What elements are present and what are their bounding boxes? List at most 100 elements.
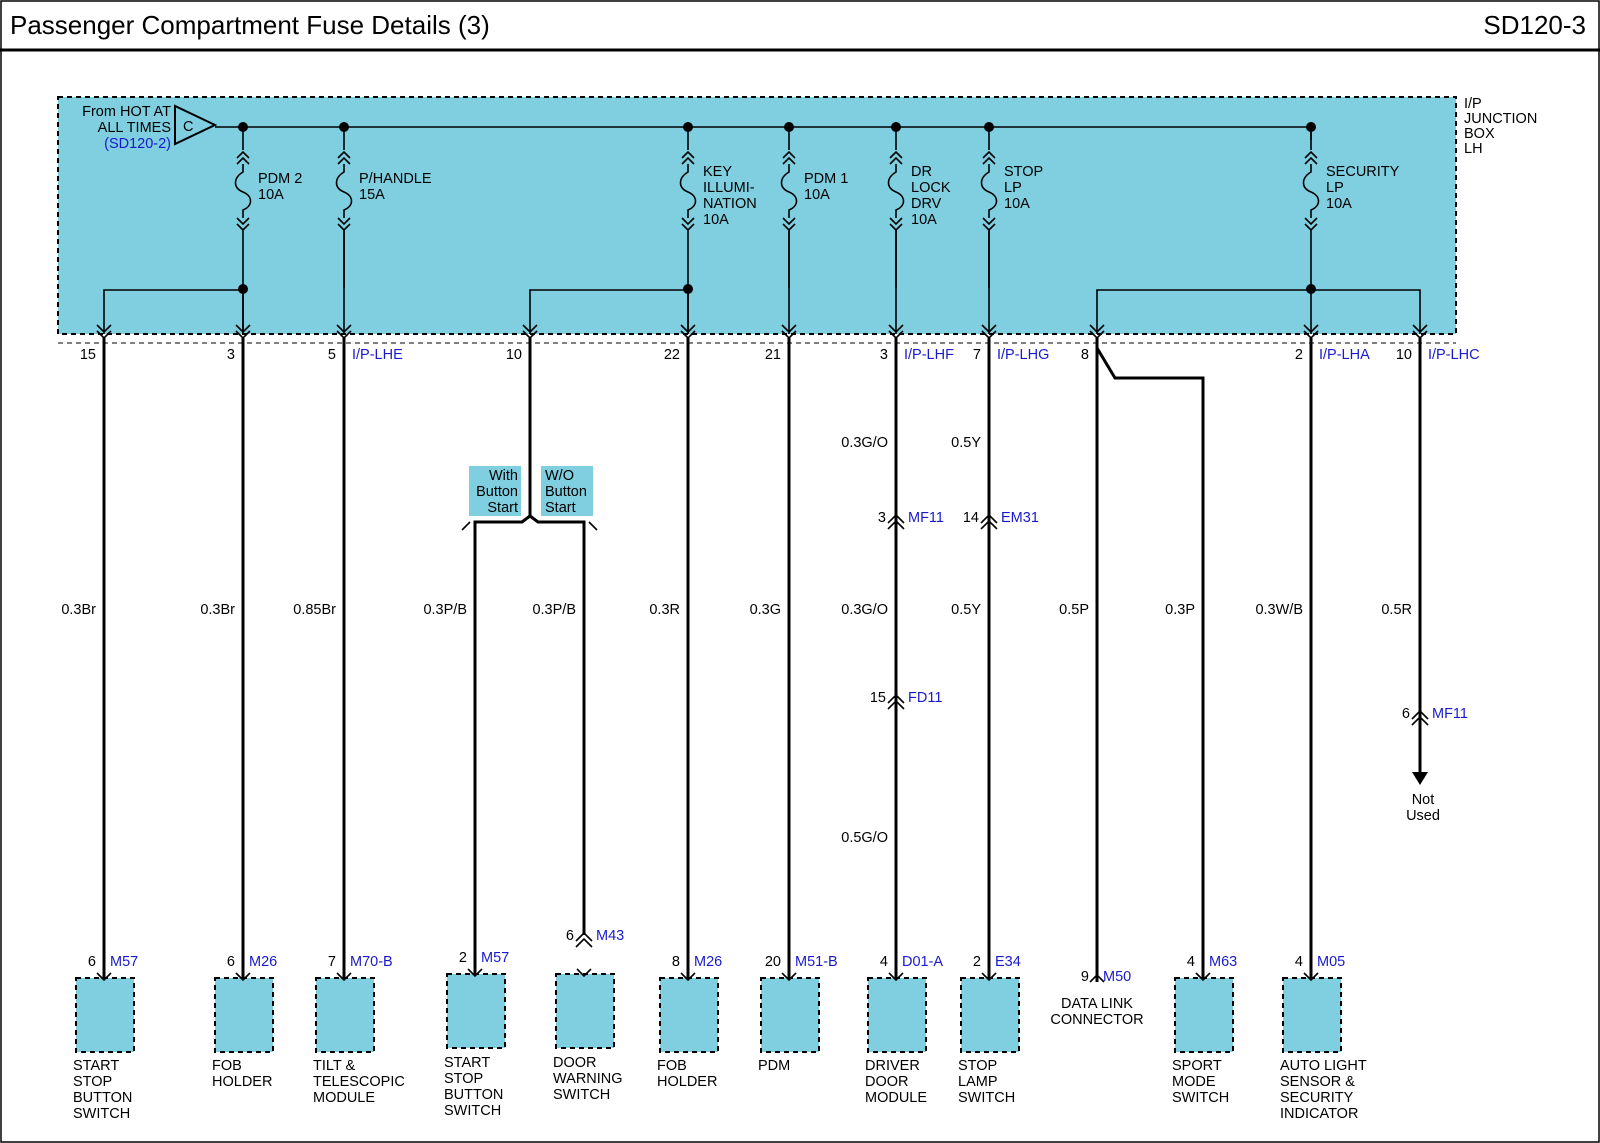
connector-link[interactable]: M05 bbox=[1317, 954, 1345, 970]
component-box bbox=[867, 977, 927, 1053]
connector-link[interactable]: D01-A bbox=[902, 954, 943, 970]
component-label: MODE bbox=[1172, 1074, 1216, 1090]
component-label: MODULE bbox=[865, 1090, 927, 1106]
connector-link[interactable]: M43 bbox=[596, 928, 624, 944]
splice-dot bbox=[683, 122, 693, 132]
fuse-label: PDM 1 bbox=[804, 171, 848, 187]
connector-link[interactable]: M26 bbox=[694, 954, 722, 970]
connector-link[interactable]: MF11 bbox=[1432, 706, 1468, 722]
pin-chevron-icon bbox=[96, 324, 112, 340]
splice-dot bbox=[238, 122, 248, 132]
connector-link[interactable]: M70-B bbox=[350, 954, 393, 970]
connector-link[interactable]: FD11 bbox=[908, 690, 942, 706]
connector-link[interactable]: E34 bbox=[995, 954, 1021, 970]
connector-link[interactable]: EM31 bbox=[1001, 510, 1039, 526]
component-label: HOLDER bbox=[212, 1074, 272, 1090]
pin-chevron-icon bbox=[781, 324, 797, 340]
component-label: MODULE bbox=[313, 1090, 375, 1106]
fuse-icon bbox=[980, 127, 998, 288]
fuse-icon bbox=[234, 127, 252, 288]
page-code: SD120-3 bbox=[1483, 10, 1586, 40]
connector-link[interactable]: I/P-LHG bbox=[997, 347, 1049, 363]
connector-link[interactable]: I/P-LHF bbox=[904, 347, 954, 363]
source-text: From HOT AT bbox=[82, 104, 171, 120]
component-label: PDM bbox=[758, 1058, 790, 1074]
component-box bbox=[1174, 977, 1234, 1053]
connector-link[interactable]: M63 bbox=[1209, 954, 1237, 970]
pin-chevron-icon bbox=[981, 972, 997, 982]
inline-pin: 6 bbox=[566, 928, 574, 944]
component-box bbox=[659, 977, 719, 1053]
component-box bbox=[214, 977, 274, 1053]
source-letter: C bbox=[183, 119, 193, 135]
pin-number: 5 bbox=[328, 347, 336, 363]
component-pin: 4 bbox=[1295, 954, 1303, 970]
connector-link[interactable]: M26 bbox=[249, 954, 277, 970]
inline-pin: 6 bbox=[1402, 706, 1410, 722]
connector-link[interactable]: I/P-LHC bbox=[1428, 347, 1480, 363]
connector-link[interactable]: M57 bbox=[481, 950, 509, 966]
pin-chevron-icon bbox=[1303, 972, 1319, 982]
wire-color-label: 0.3P bbox=[1165, 602, 1195, 618]
not-used-text: Used bbox=[1406, 808, 1440, 824]
connector-link[interactable]: MF11 bbox=[908, 510, 944, 526]
option-text: Start bbox=[545, 500, 576, 516]
fuse-label: P/HANDLE bbox=[359, 171, 432, 187]
splice-dot bbox=[238, 284, 248, 294]
fuse-icon bbox=[679, 127, 697, 288]
fuse-label: SECURITY bbox=[1326, 164, 1400, 180]
source-triangle-icon bbox=[174, 104, 218, 146]
wire-color-label: 0.3W/B bbox=[1255, 602, 1303, 618]
option-break bbox=[461, 521, 598, 531]
component-pin: 8 bbox=[672, 954, 680, 970]
option-text: Button bbox=[545, 484, 587, 500]
connector-link[interactable]: M57 bbox=[110, 954, 138, 970]
splice-dot bbox=[784, 122, 794, 132]
pin-chevron-icon bbox=[1412, 324, 1428, 340]
component-pin: 9 bbox=[1081, 969, 1089, 985]
connector-link[interactable]: I/P-LHA bbox=[1319, 347, 1370, 363]
wire-color-label: 0.3G bbox=[750, 602, 781, 618]
wire-color-label: 0.3G/O bbox=[841, 602, 888, 618]
inline-pin: 3 bbox=[878, 510, 886, 526]
pin-number: 8 bbox=[1081, 347, 1089, 363]
connector-link[interactable]: M51-B bbox=[795, 954, 838, 970]
component-label: TELESCOPIC bbox=[313, 1074, 405, 1090]
wire-color-label: 0.3R bbox=[649, 602, 680, 618]
component-label: SWITCH bbox=[444, 1103, 501, 1119]
pin-number: 2 bbox=[1295, 347, 1303, 363]
inline-pin: 15 bbox=[870, 690, 886, 706]
component-label: SWITCH bbox=[958, 1090, 1015, 1106]
junction-box bbox=[57, 96, 1457, 335]
pin-chevron-icon bbox=[1303, 324, 1319, 340]
connector-link[interactable]: M50 bbox=[1103, 969, 1131, 985]
pin-chevron-icon bbox=[1089, 973, 1105, 983]
inline-connector-icon bbox=[887, 513, 905, 530]
component-pin: 20 bbox=[765, 954, 781, 970]
fuse-label: 10A bbox=[804, 187, 830, 203]
component-label: SPORT bbox=[1172, 1058, 1222, 1074]
source-ref-link[interactable]: (SD120-2) bbox=[104, 136, 171, 152]
fuse-label: 15A bbox=[359, 187, 385, 203]
fuse-label: LOCK bbox=[911, 180, 951, 196]
component-label: SWITCH bbox=[553, 1087, 610, 1103]
inline-pin: 14 bbox=[963, 510, 979, 526]
option-box bbox=[469, 466, 521, 516]
component-pin: 2 bbox=[459, 950, 467, 966]
component-label: DRIVER bbox=[865, 1058, 920, 1074]
fuse-label: NATION bbox=[703, 196, 757, 212]
component-box bbox=[1282, 977, 1342, 1053]
inline-connector-icon bbox=[575, 931, 593, 948]
component-label: SECURITY bbox=[1280, 1090, 1354, 1106]
fuse-label: KEY bbox=[703, 164, 732, 180]
component-label: FOB bbox=[657, 1058, 687, 1074]
pin-number: 3 bbox=[880, 347, 888, 363]
not-used-label: Not Used bbox=[1406, 792, 1440, 824]
fuse-label: 10A bbox=[911, 212, 937, 228]
component-label: CONNECTOR bbox=[1050, 1012, 1143, 1028]
wire-color-label: 0.85Br bbox=[293, 602, 336, 618]
component-label: LAMP bbox=[958, 1074, 998, 1090]
connector-link[interactable]: I/P-LHE bbox=[352, 347, 403, 363]
